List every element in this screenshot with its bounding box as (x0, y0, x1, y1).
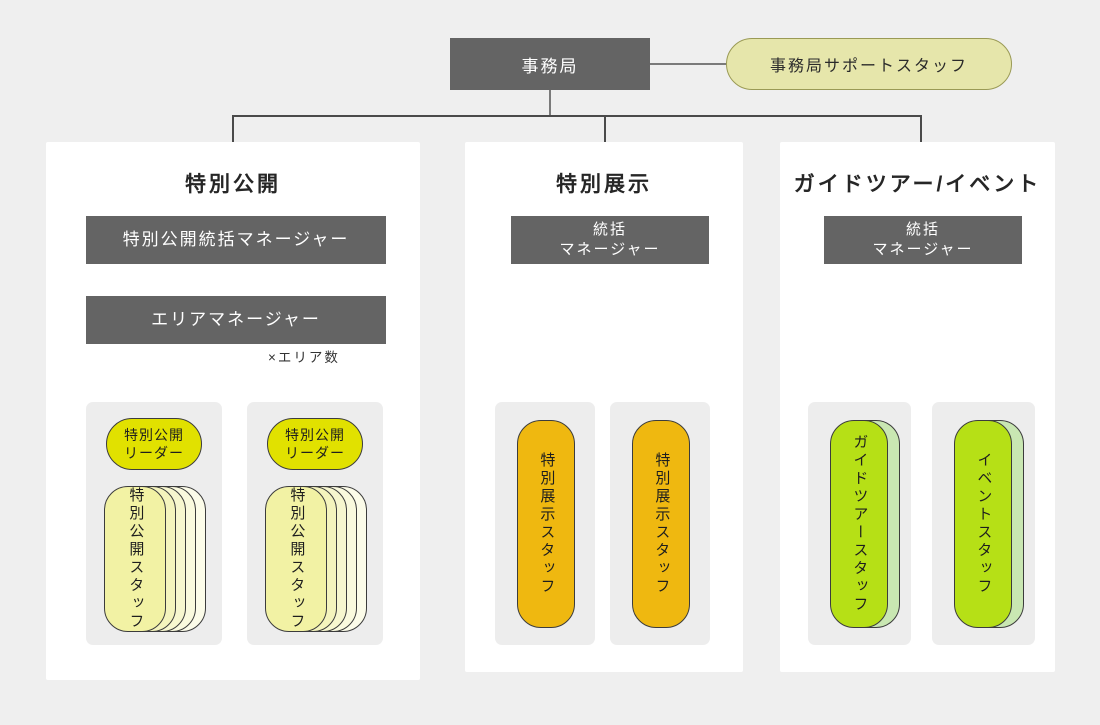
node-exhibit-general-manager-label: 統括 マネージャー (560, 220, 661, 261)
mgr-line-1: 統括 (592, 220, 627, 238)
staff-card-event[interactable]: イベントスタッフ (954, 420, 1012, 628)
node-tour-general-manager-label: 統括 マネージャー (873, 220, 974, 261)
staff-stack-exhibit-2[interactable]: 特別展示スタッフ (632, 420, 690, 628)
mgr-line-2: マネージャー (559, 241, 661, 258)
staff-card-special-open-2[interactable]: 特別公開スタッフ (265, 486, 327, 632)
leader-line-2: リーダー (124, 445, 184, 461)
staff-card-exhibit-1[interactable]: 特別展示スタッフ (517, 420, 575, 628)
staff-card-exhibit-2[interactable]: 特別展示スタッフ (632, 420, 690, 628)
node-area-manager[interactable]: エリアマネージャー (86, 296, 386, 344)
column-title-special-exhibit: 特別展示 (556, 173, 652, 196)
leader-line-1: 特別公開 (285, 426, 345, 443)
staff-stack-exhibit-1[interactable]: 特別展示スタッフ (517, 420, 575, 628)
node-tour-general-manager[interactable]: 統括 マネージャー (824, 216, 1022, 264)
connector-root-to-support (650, 63, 726, 65)
connector-bus-drop-right (920, 115, 922, 143)
node-special-open-general-manager[interactable]: 特別公開統括マネージャー (86, 216, 386, 264)
node-special-open-leader-2[interactable]: 特別公開 リーダー (267, 418, 363, 470)
staff-stack-special-open-2[interactable]: 特別公開スタッフ (265, 486, 369, 632)
node-special-open-leader-1-label: 特別公開 リーダー (124, 426, 184, 462)
staff-stack-tour-2[interactable]: イベントスタッフ (954, 420, 1024, 628)
node-support-staff[interactable]: 事務局サポートスタッフ (726, 38, 1012, 90)
connector-bus-drop-left (232, 115, 234, 143)
node-special-open-leader-1[interactable]: 特別公開 リーダー (106, 418, 202, 470)
staff-stack-special-open-1[interactable]: 特別公開スタッフ (104, 486, 208, 632)
mgr-line-1: 統括 (905, 220, 940, 238)
connector-bus-drop-middle (604, 115, 606, 143)
connector-root-drop (549, 90, 551, 116)
node-jimukyoku[interactable]: 事務局 (450, 38, 650, 90)
column-title-special-open: 特別公開 (185, 173, 281, 196)
staff-stack-tour-1[interactable]: ガイドツアースタッフ (830, 420, 900, 628)
staff-card-special-open-1[interactable]: 特別公開スタッフ (104, 486, 166, 632)
node-special-open-general-manager-label: 特別公開統括マネージャー (122, 229, 350, 249)
leader-line-2: リーダー (285, 445, 345, 461)
area-count-note: ×エリア数 (268, 350, 340, 365)
column-title-guided-tour-event: ガイドツアー/イベント (793, 173, 1042, 196)
node-area-manager-label: エリアマネージャー (151, 309, 321, 329)
mgr-line-2: マネージャー (872, 241, 974, 258)
node-support-staff-label: 事務局サポートスタッフ (769, 58, 968, 75)
node-special-open-leader-2-label: 特別公開 リーダー (285, 426, 345, 462)
staff-card-guided-tour[interactable]: ガイドツアースタッフ (830, 420, 888, 628)
leader-line-1: 特別公開 (124, 426, 184, 443)
node-jimukyoku-label: 事務局 (521, 56, 579, 76)
node-exhibit-general-manager[interactable]: 統括 マネージャー (511, 216, 709, 264)
connector-bus-horizontal (232, 115, 922, 117)
